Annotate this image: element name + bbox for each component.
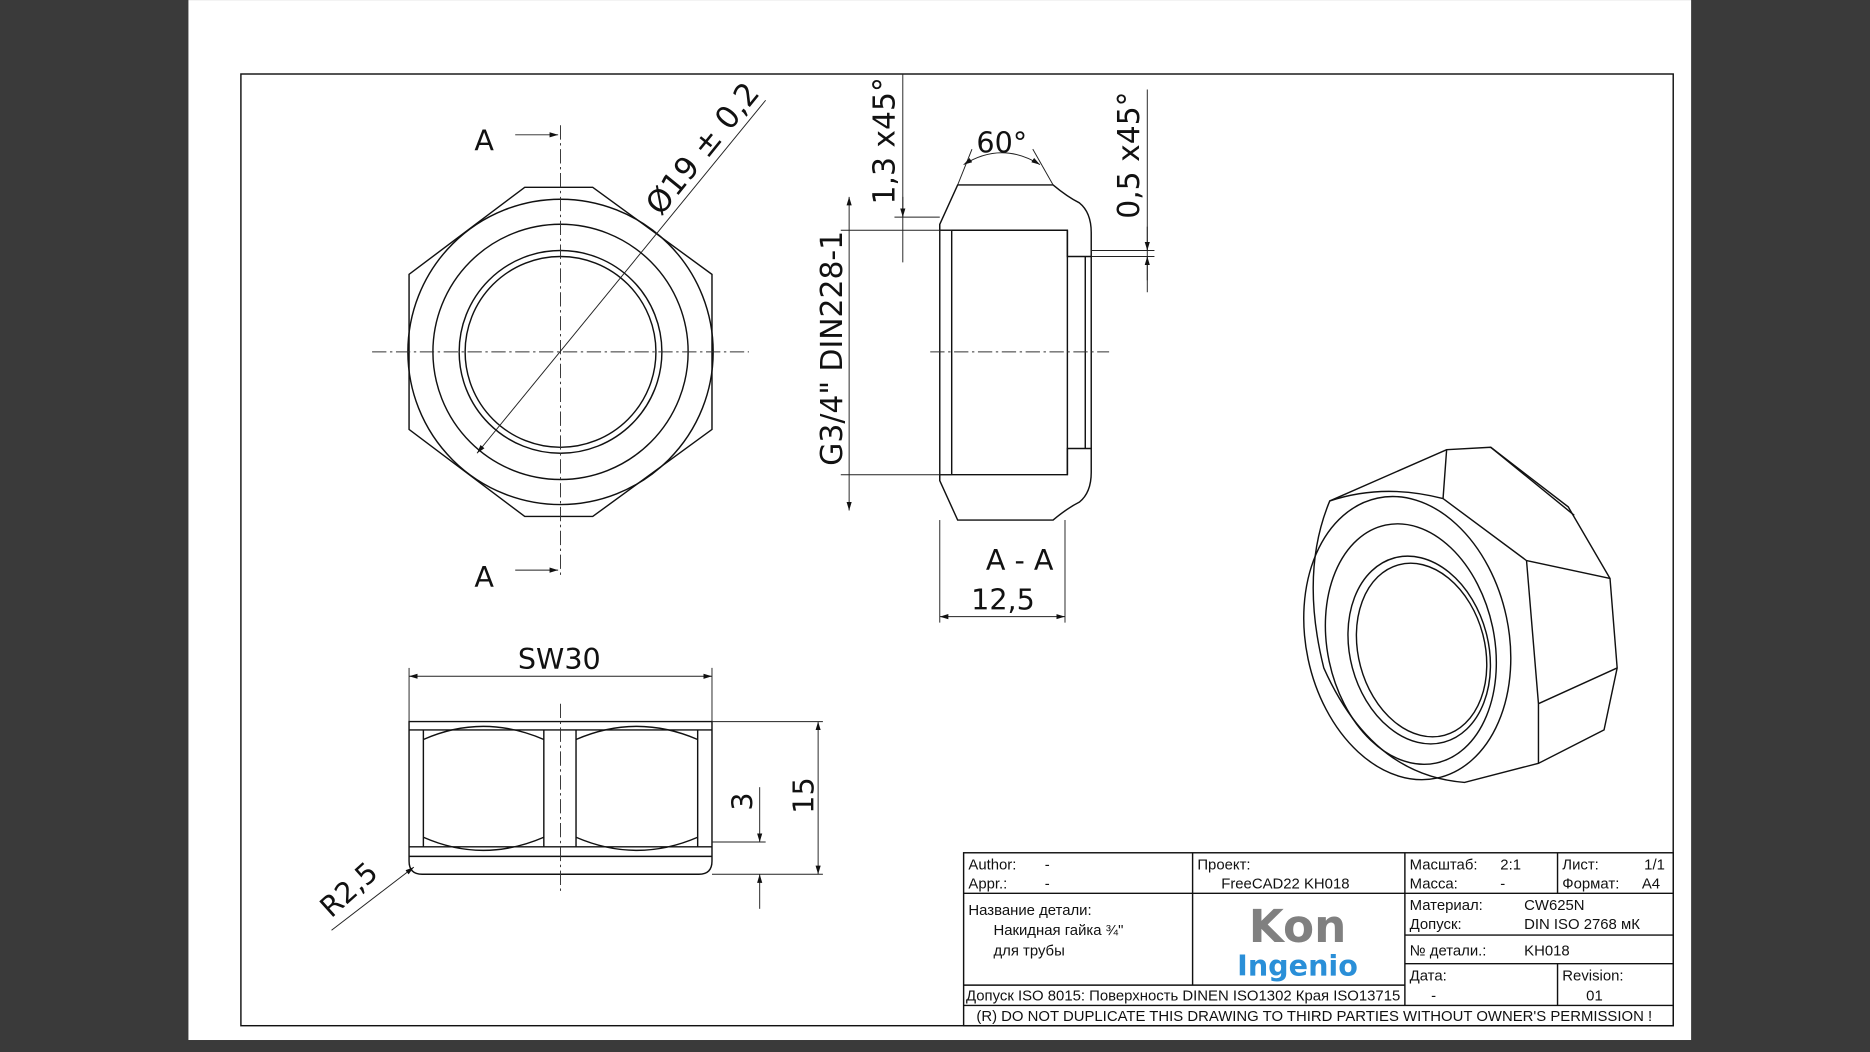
section-mark-bottom: A — [474, 560, 494, 594]
drawing-frame — [240, 73, 1674, 1027]
collar-height-dimension: 3 — [726, 792, 760, 810]
date-value: - — [1431, 989, 1436, 1005]
material-label: Материал: — [1410, 898, 1483, 914]
logo-bottom-text: Ingenio — [1237, 949, 1358, 983]
across-flats-dimension: SW30 — [518, 642, 601, 676]
tolerance-label: Допуск: — [1410, 917, 1462, 933]
revision-label: Revision: — [1562, 968, 1623, 984]
isometric-view — [1303, 446, 1618, 784]
tolerance-value: DIN ISO 2768 мК — [1524, 917, 1640, 933]
project-value: FreeCAD22 KH018 — [1221, 877, 1349, 893]
project-label: Проект: — [1197, 857, 1250, 873]
mass-value: - — [1500, 877, 1505, 893]
part-name-line1: Накидная гайка ¾" — [993, 923, 1123, 939]
appr-label: Appr.: — [968, 877, 1007, 893]
revision-value: 01 — [1586, 989, 1603, 1005]
height-dimension: 15 — [786, 777, 820, 813]
chamfer-outer-dimension: 0,5 x45° — [1112, 91, 1147, 218]
appr-value: - — [1045, 877, 1050, 893]
copyright-notice: (R) DO NOT DUPLICATE THIS DRAWING TO THI… — [976, 1009, 1652, 1025]
section-label: A - A — [986, 543, 1054, 577]
sheet-label: Лист: — [1562, 857, 1599, 873]
section-mark-top: A — [474, 123, 494, 157]
standards-note: Допуск ISO 8015: Поверхность DINEN ISO13… — [966, 989, 1400, 1005]
part-no-value: KH018 — [1524, 943, 1570, 959]
format-label: Формат: — [1562, 877, 1619, 893]
width-dimension: 12,5 — [971, 582, 1035, 616]
format-value: A4 — [1642, 877, 1660, 893]
author-label: Author: — [968, 857, 1016, 873]
scale-label: Масштаб: — [1410, 857, 1478, 873]
angle-dimension: 60° — [976, 126, 1027, 160]
material-value: CW625N — [1524, 898, 1584, 914]
title-block: Author: - Appr.: - Проект: FreeCAD22 KH0… — [962, 852, 1674, 1027]
author-value: - — [1045, 857, 1050, 873]
date-label: Дата: — [1410, 968, 1447, 984]
company-logo: Kon Ingenio — [1237, 900, 1358, 982]
chamfer-inner-dimension: 1,3 x45° — [867, 77, 902, 204]
sheet-value: 1/1 — [1644, 857, 1665, 873]
section-view: 60° 1,3 x45° 0,5 x45° G3/4" DIN228-1 A -… — [815, 74, 1155, 623]
part-name-label: Название детали: — [968, 903, 1091, 919]
mass-label: Масса: — [1410, 877, 1458, 893]
part-name-line2: для трубы — [993, 943, 1064, 959]
part-no-label: № детали.: — [1410, 943, 1487, 959]
scale-value: 2:1 — [1500, 857, 1521, 873]
logo-top-text: Kon — [1249, 900, 1347, 953]
thread-dimension: G3/4" DIN228-1 — [815, 231, 850, 466]
